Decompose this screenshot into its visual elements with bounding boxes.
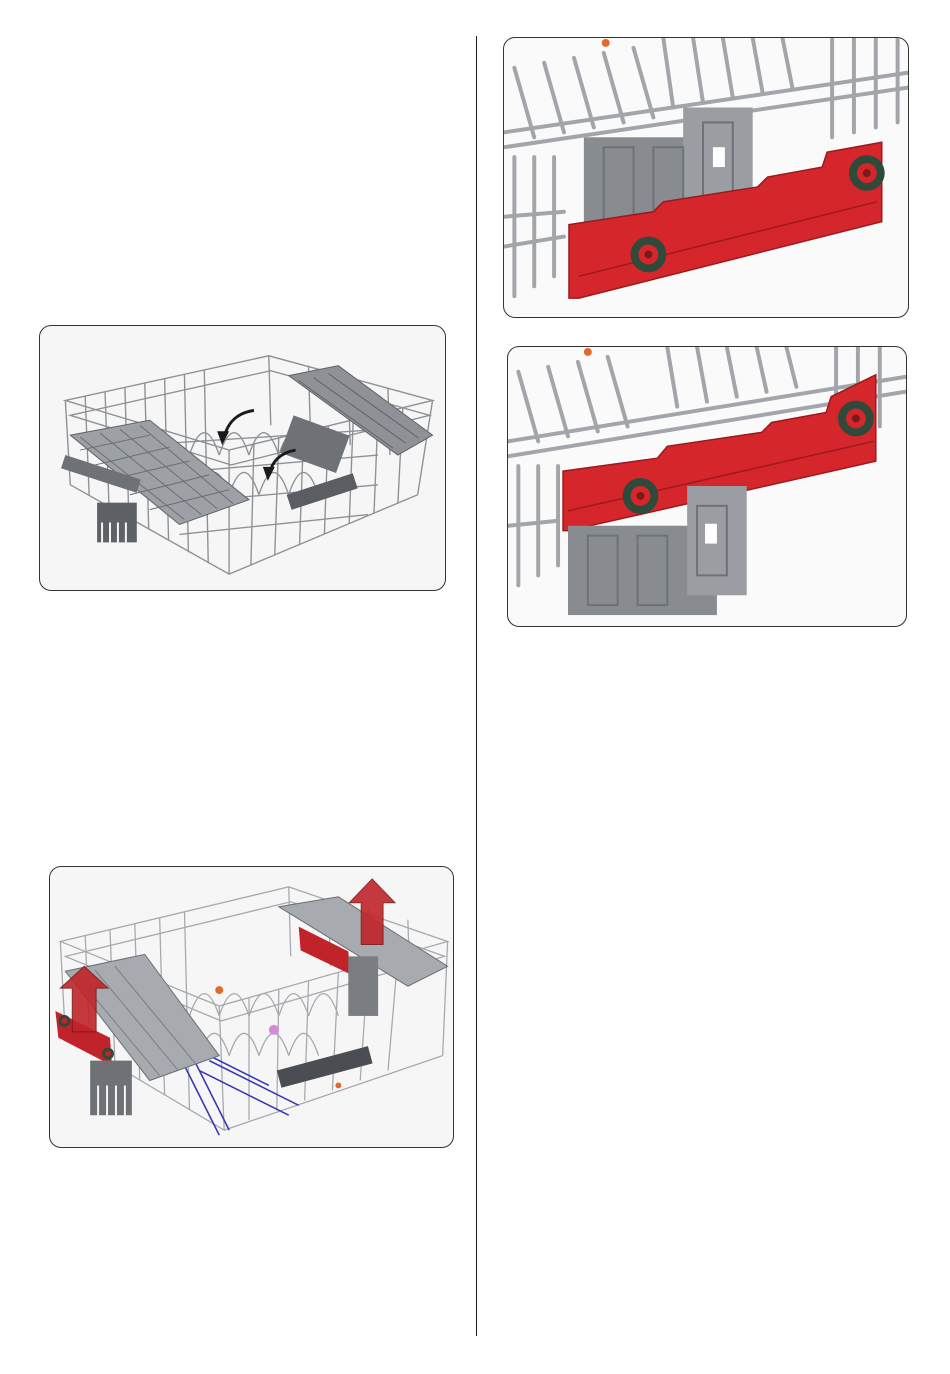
dish-rack-icon [40,326,445,590]
height-adjuster-high-figure [507,346,907,627]
rack-adjuster-icon [508,347,906,626]
rack-adjuster-icon [504,38,908,317]
upper-basket-flaps-figure [39,325,446,591]
dish-rack-icon [50,867,453,1147]
upper-basket-lift-figure [49,866,454,1148]
column-divider [476,36,477,1336]
height-adjuster-low-figure [503,37,909,318]
